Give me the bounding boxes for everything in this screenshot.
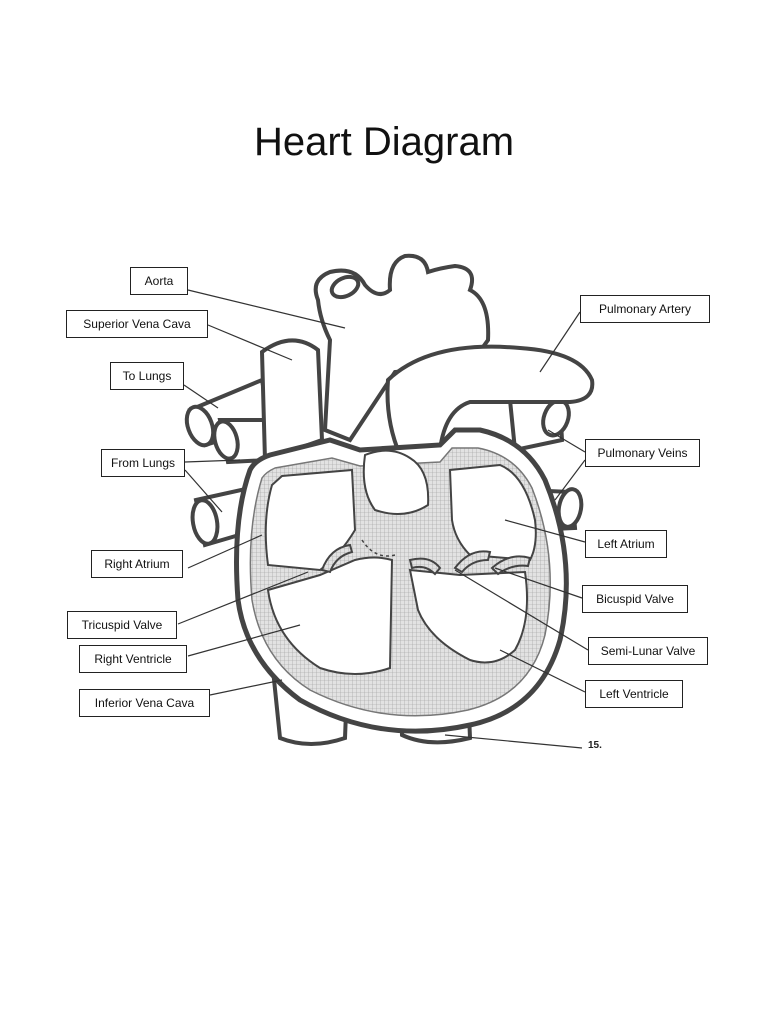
label-right-ventricle: Right Ventricle (79, 645, 187, 673)
aorta-vessel (313, 253, 491, 443)
right-atrium-chamber (264, 468, 357, 572)
label-bicuspid-valve: Bicuspid Valve (582, 585, 688, 613)
label-inferior-vena-cava: Inferior Vena Cava (79, 689, 210, 717)
leader-lines (177, 289, 589, 749)
label-to-lungs: To Lungs (110, 362, 184, 390)
label-tricuspid-valve: Tricuspid Valve (67, 611, 177, 639)
label-superior-vena-cava: Superior Vena Cava (66, 310, 208, 338)
left-ventricle-chamber (408, 568, 529, 664)
septum-passage (362, 449, 430, 515)
label-from-lungs: From Lungs (101, 449, 185, 477)
label-pulmonary-artery: Pulmonary Artery (580, 295, 710, 323)
page-mark: 15. (588, 740, 602, 751)
superior-vena-cava-vessel (259, 338, 325, 463)
label-pulmonary-veins: Pulmonary Veins (585, 439, 700, 467)
semi-lunar-dash (361, 539, 396, 557)
valves (320, 543, 532, 576)
right-ventricle-chamber (266, 556, 394, 675)
label-right-atrium: Right Atrium (91, 550, 183, 578)
label-semi-lunar-valve: Semi-Lunar Valve (588, 637, 708, 665)
label-left-atrium: Left Atrium (585, 530, 667, 558)
label-left-ventricle: Left Ventricle (585, 680, 683, 708)
left-atrium-chamber (448, 463, 537, 562)
page-title: Heart Diagram (253, 120, 515, 164)
label-aorta: Aorta (130, 267, 188, 295)
